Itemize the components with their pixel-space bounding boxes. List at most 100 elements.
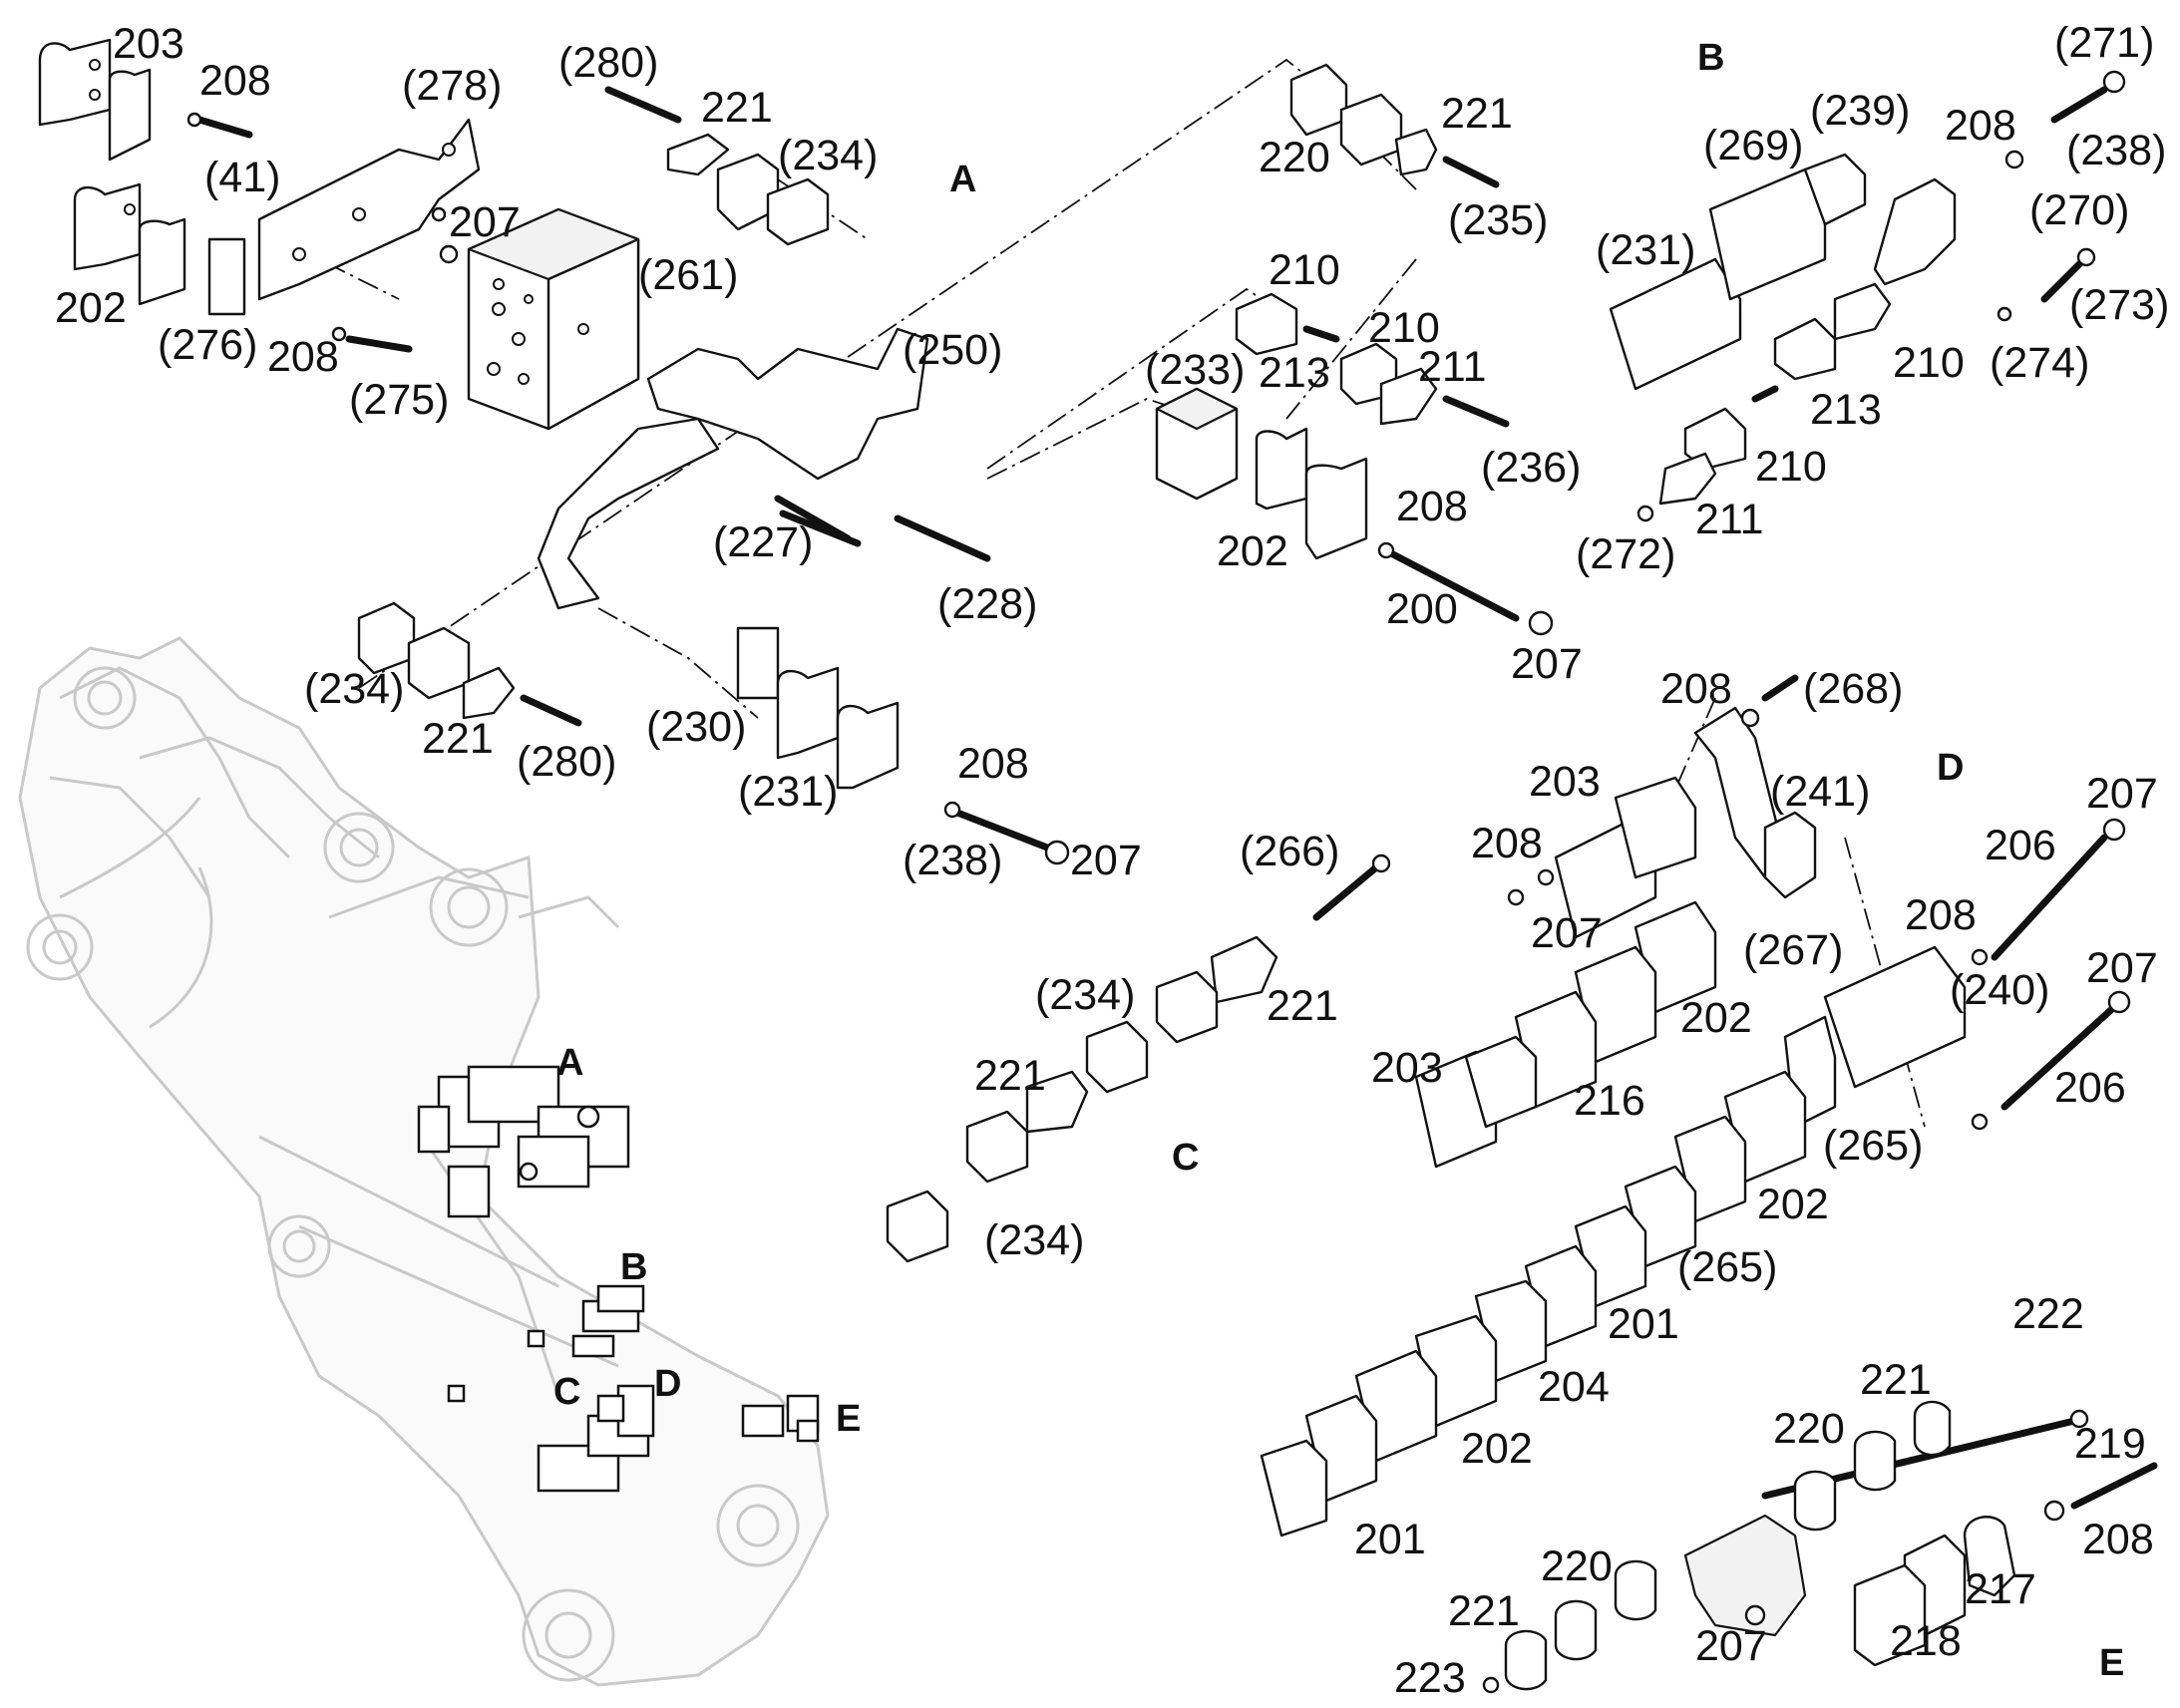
part-label: 221 [422, 715, 494, 763]
plate-231-b [1609, 257, 1742, 391]
part-label: (274) [1990, 339, 2089, 387]
section-label-c: C [1172, 1137, 1199, 1179]
part-label: 202 [1757, 1181, 1829, 1228]
part-label: 210 [1755, 443, 1827, 491]
part-label: 223 [1394, 1654, 1466, 1702]
part-label: 203 [1529, 758, 1601, 806]
part-label: 208 [1471, 820, 1543, 867]
assembly-e-parts [1482, 1400, 2158, 1694]
part-label: (233) [1145, 346, 1245, 394]
part-label: 202 [55, 284, 127, 332]
overview-assembly-a [417, 1065, 630, 1218]
part-label: (280) [558, 39, 658, 87]
part-label: 210 [1368, 304, 1440, 352]
part-label: 213 [1810, 386, 1882, 434]
section-label-a: A [949, 159, 976, 200]
overview-label-b: B [620, 1246, 647, 1288]
part-label: 208 [1660, 665, 1732, 713]
part-label: (231) [738, 768, 838, 816]
part-label: (234) [1035, 971, 1135, 1019]
assembly-a-right-parts [779, 63, 1554, 636]
part-label: 207 [2086, 770, 2158, 818]
part-label: 208 [2082, 1516, 2154, 1563]
part-label: 203 [1371, 1044, 1443, 1092]
part-label: (228) [937, 580, 1037, 628]
part-label: (238) [903, 837, 1002, 884]
part-label: 207 [1695, 1622, 1767, 1670]
part-label: 213 [1259, 349, 1330, 397]
part-label: (269) [1703, 122, 1803, 170]
spacer-276 [207, 237, 246, 316]
manifold-250 [646, 327, 929, 481]
part-label: 208 [1396, 483, 1468, 530]
part-label: 208 [199, 57, 271, 105]
part-label: 208 [957, 740, 1029, 788]
part-label: 202 [1461, 1425, 1533, 1473]
part-label: 222 [2012, 1290, 2084, 1338]
part-label: 207 [2086, 944, 2158, 992]
part-label: 201 [1608, 1300, 1679, 1348]
part-label: 207 [1511, 640, 1583, 688]
part-label: (273) [2069, 281, 2169, 329]
bracket-270 [1873, 177, 1957, 286]
part-label: 203 [113, 20, 184, 68]
part-label: 221 [1860, 1356, 1932, 1404]
part-label: (231) [1596, 226, 1695, 274]
assembly-a-parts [38, 38, 991, 610]
overview-assembly-b [527, 1284, 645, 1358]
boom-overview-drawing [18, 636, 830, 1687]
part-label: 221 [1267, 982, 1338, 1030]
part-label: 219 [2074, 1420, 2146, 1468]
part-label: 221 [1448, 1587, 1520, 1635]
part-label: (240) [1950, 966, 2049, 1014]
part-label: 221 [974, 1052, 1046, 1100]
overview-label-d: D [654, 1363, 681, 1405]
part-label: 210 [1269, 246, 1340, 294]
part-label: (270) [2029, 186, 2129, 234]
spacer-239 [1803, 153, 1867, 226]
part-label: (272) [1576, 530, 1675, 578]
part-label: 207 [449, 198, 521, 246]
clamp-half-202 [73, 182, 142, 271]
part-label: 204 [1538, 1363, 1610, 1411]
overview-assembly-c-d [447, 1384, 655, 1493]
part-label: 202 [1217, 527, 1288, 575]
part-label: (227) [713, 518, 813, 566]
part-label: 220 [1259, 134, 1330, 181]
part-label: 211 [1695, 496, 1764, 543]
part-label: 220 [1541, 1542, 1613, 1590]
part-label: (238) [2066, 127, 2166, 174]
bracket-278 [257, 118, 481, 301]
part-label: 200 [1386, 585, 1458, 633]
part-label: 206 [1985, 822, 2056, 869]
part-label: (268) [1803, 665, 1903, 713]
assembly-c-parts [886, 854, 1391, 1263]
part-label: (280) [517, 738, 616, 786]
part-label: (276) [158, 321, 257, 369]
plate-269 [1708, 168, 1827, 301]
part-label: 210 [1893, 339, 1965, 387]
section-label-d: D [1937, 747, 1964, 789]
part-label: 218 [1890, 1617, 1962, 1665]
part-label: (275) [349, 376, 449, 424]
part-label: (271) [2054, 19, 2154, 67]
part-label: (241) [1770, 768, 1870, 816]
part-label: 207 [1070, 837, 1142, 884]
section-label-e: E [2099, 1642, 2124, 1684]
part-label: 201 [1354, 1516, 1426, 1563]
overview-assembly-e [741, 1394, 820, 1443]
assembly-d-parts [1260, 674, 2131, 1537]
part-label: 221 [701, 84, 773, 132]
part-label: 220 [1773, 1405, 1845, 1453]
part-label: (265) [1677, 1243, 1777, 1291]
part-label: 208 [267, 333, 339, 381]
part-label: 216 [1574, 1077, 1645, 1125]
plate-221 [666, 133, 730, 176]
plate-240 [1823, 945, 1967, 1089]
part-label: 208 [1905, 891, 1977, 939]
overview-label-e: E [836, 1398, 861, 1440]
part-number-labels: 203 208 (41) (278) (280) 221 (234) 220 2… [55, 19, 2169, 1702]
overview-label-a: A [556, 1042, 583, 1084]
